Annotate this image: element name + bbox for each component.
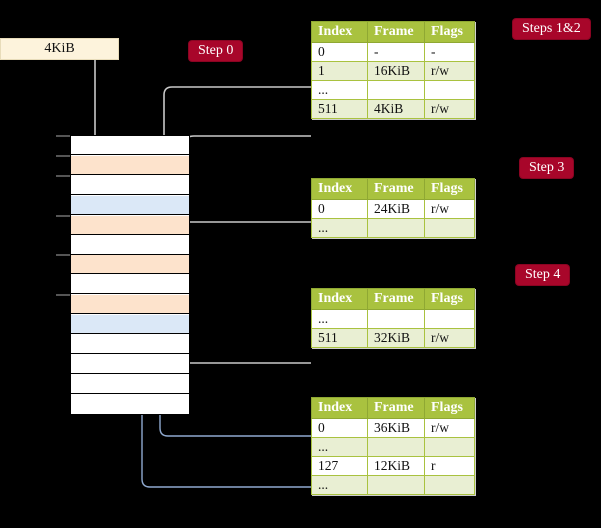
memory-frame-row <box>71 195 189 215</box>
badge-step-0: Step 0 <box>189 41 243 61</box>
source-frame-label: 4KiB <box>44 41 75 56</box>
memory-frame-row <box>71 394 189 414</box>
table-cell <box>367 309 425 329</box>
column-header-index: Index <box>311 288 368 310</box>
table-cell <box>367 80 425 100</box>
memory-frame-row <box>71 335 189 354</box>
table-cell: 0 <box>311 42 368 62</box>
wire-frame-to-table2row511 <box>181 278 311 364</box>
column-header-frame: Frame <box>367 397 425 419</box>
memory-row-tick <box>56 294 70 297</box>
table-cell: ... <box>311 437 368 457</box>
table-row: ... <box>311 80 475 100</box>
memory-row-tick <box>56 174 70 177</box>
memory-frame-row <box>71 155 189 175</box>
table-cell: ... <box>311 475 368 495</box>
table-cell: 127 <box>311 456 368 476</box>
memory-frame-row <box>71 374 189 394</box>
memory-frame-row <box>71 315 189 335</box>
table-cell: 4KiB <box>367 99 425 119</box>
badge-step-4: Step 4 <box>516 265 570 285</box>
column-header-flags: Flags <box>424 397 475 419</box>
badge-steps-1-2: Steps 1&2 <box>513 19 590 39</box>
memory-row-tick <box>56 214 70 217</box>
wire-step3-table1row0-to-frame <box>177 221 311 254</box>
memory-row-tick <box>56 254 70 257</box>
table-cell: 36KiB <box>367 418 425 438</box>
table-row: ... <box>311 309 475 329</box>
memory-frame-row <box>71 255 189 275</box>
table-cell: 1 <box>311 61 368 81</box>
table-row: 0-- <box>311 42 475 62</box>
table-cell: - <box>424 42 475 62</box>
memory-frame-row <box>71 235 189 255</box>
table-cell: 12KiB <box>367 456 425 476</box>
table-cell <box>424 475 475 495</box>
column-header-frame: Frame <box>367 21 425 43</box>
table-row: ... <box>311 218 475 238</box>
column-header-index: Index <box>311 178 368 200</box>
memory-row-tick <box>56 135 70 137</box>
table-cell: ... <box>311 80 368 100</box>
column-header-index: Index <box>311 21 368 43</box>
column-header-flags: Flags <box>424 178 475 200</box>
table-cell: 24KiB <box>367 199 425 219</box>
table-cell: r/w <box>424 61 475 81</box>
table-cell: - <box>367 42 425 62</box>
table-cell <box>367 475 425 495</box>
column-header-flags: Flags <box>424 21 475 43</box>
table-cell: ... <box>311 218 368 238</box>
table-cell <box>424 218 475 238</box>
table-cell: 32KiB <box>367 328 425 348</box>
table-cell: r/w <box>424 418 475 438</box>
table-cell: r/w <box>424 328 475 348</box>
table-cell <box>367 437 425 457</box>
table-cell <box>424 309 475 329</box>
column-header-frame: Frame <box>367 288 425 310</box>
table-cell <box>424 80 475 100</box>
table-cell: 0 <box>311 199 368 219</box>
physical-memory-column <box>70 135 190 415</box>
memory-frame-row <box>71 354 189 374</box>
table-cell: 511 <box>311 99 368 119</box>
memory-frame-row <box>71 275 189 295</box>
table-cell <box>424 437 475 457</box>
badge-step-3: Step 3 <box>520 158 574 178</box>
table-cell: 511 <box>311 328 368 348</box>
table-cell <box>367 218 425 238</box>
column-header-frame: Frame <box>367 178 425 200</box>
memory-frame-row <box>71 175 189 195</box>
table-cell: r <box>424 456 475 476</box>
memory-frame-row <box>71 295 189 315</box>
table-cell: ... <box>311 309 368 329</box>
table-cell: r/w <box>424 99 475 119</box>
table-cell: 16KiB <box>367 61 425 81</box>
column-header-flags: Flags <box>424 288 475 310</box>
wire-frame-to-table0row511 <box>177 135 311 152</box>
table-cell: 0 <box>311 418 368 438</box>
memory-frame-row <box>71 136 189 155</box>
memory-row-tick <box>56 154 70 157</box>
memory-frame-row <box>71 215 189 235</box>
column-header-index: Index <box>311 397 368 419</box>
table-row: ... <box>311 437 475 457</box>
table-row: ... <box>311 475 475 495</box>
table-cell: r/w <box>424 199 475 219</box>
source-frame-box: 4KiB <box>0 38 119 60</box>
